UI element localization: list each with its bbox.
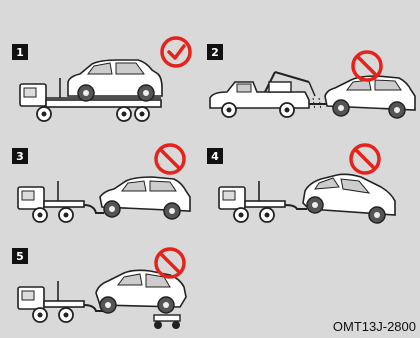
panel-1: 1 <box>0 0 205 135</box>
prohibited-icon <box>0 235 205 338</box>
prohibited-icon <box>205 135 420 235</box>
prohibited-icon <box>205 0 420 135</box>
prohibited-icon <box>0 135 205 235</box>
panel-4: 4 <box>205 135 420 235</box>
panel-5: 5 <box>0 235 205 338</box>
figure-code: OMT13J-2800 <box>333 319 416 334</box>
panel-3: 3 <box>0 135 205 235</box>
panel-2: 2 <box>205 0 420 135</box>
check-circle-icon <box>0 0 205 135</box>
